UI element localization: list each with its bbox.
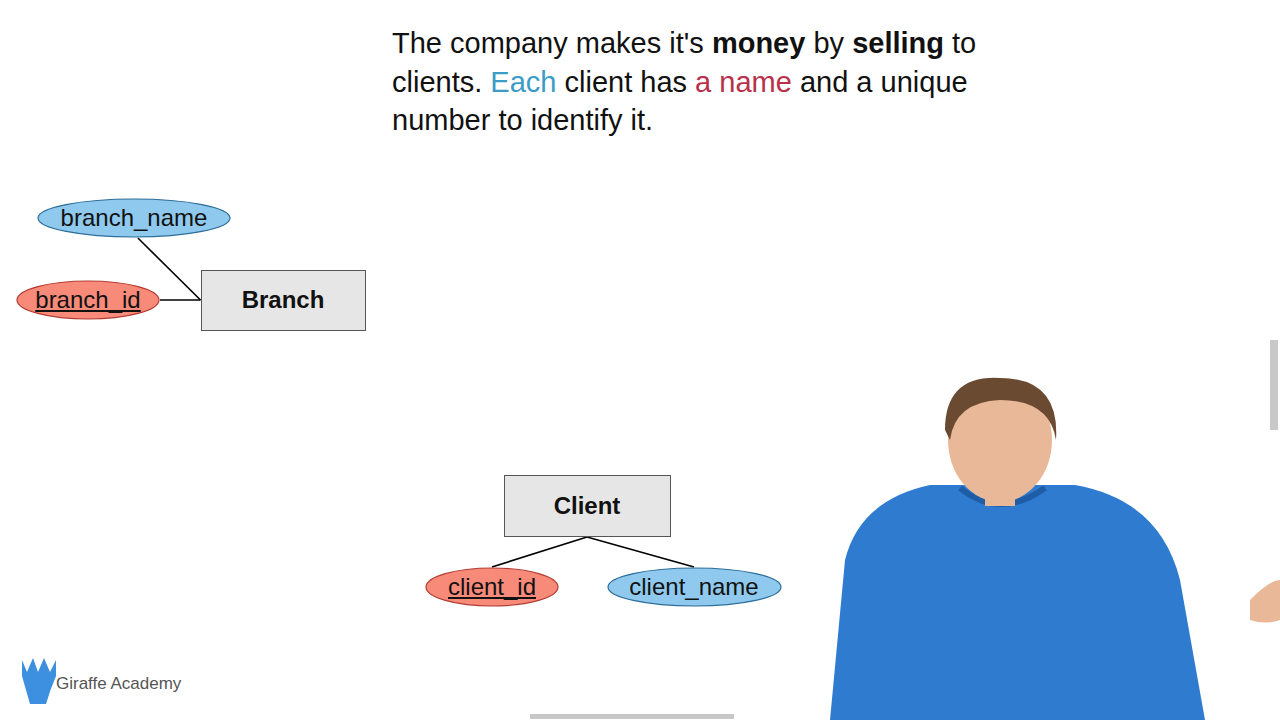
watermark-text: Giraffe Academy [56, 674, 181, 694]
key-attribute-ellipse: client_id [425, 567, 559, 607]
entity-box: Client [504, 475, 671, 537]
key-attribute-ellipse: branch_id [16, 280, 160, 320]
connector-line [160, 300, 201, 301]
scrollbar [530, 714, 734, 719]
entity-name: Branch [242, 286, 325, 314]
entity-name: Client [554, 492, 621, 520]
scrollbar [1270, 340, 1278, 430]
attribute-ellipse: client_name [607, 567, 782, 607]
title-text: The company makes it's money by selling … [392, 24, 1002, 140]
attribute-name: client_name [629, 573, 758, 601]
connector-line [587, 537, 694, 567]
logo-icon [22, 658, 56, 704]
attribute-ellipse: branch_name [37, 198, 231, 238]
entity-box: Branch [201, 270, 366, 331]
attribute-name: branch_id [35, 286, 140, 314]
connector-line [492, 537, 587, 567]
attribute-name: branch_name [61, 204, 208, 232]
attribute-name: client_id [448, 573, 536, 601]
presenter-figure [830, 378, 1280, 720]
